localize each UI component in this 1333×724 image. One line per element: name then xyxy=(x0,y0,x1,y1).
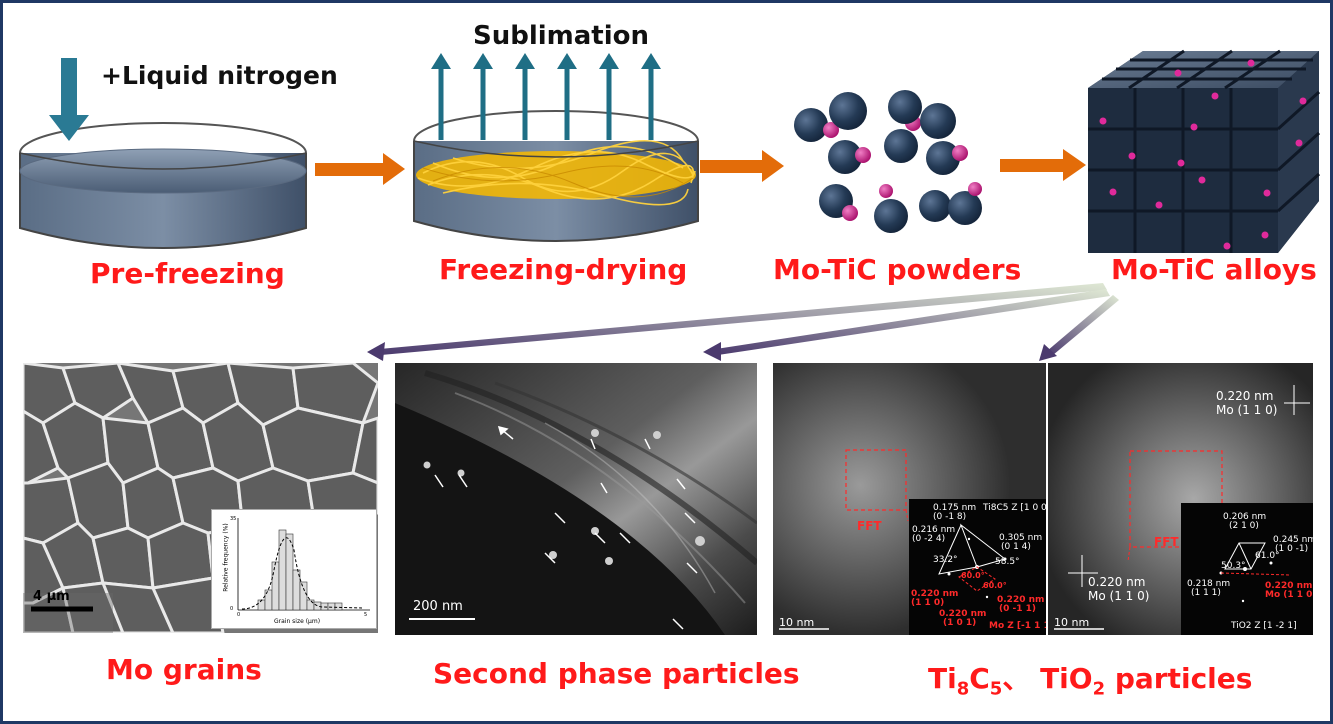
fft-right-spacing-a: 0.206 nm xyxy=(1223,512,1267,522)
mo-tic-powders-icon xyxy=(794,90,982,233)
ti8c5-label-part: C xyxy=(969,662,990,695)
sem-scale-label: 4 μm xyxy=(33,589,70,604)
tio2-top-plane-label: Mo (1 1 0) xyxy=(1216,403,1278,417)
hrtem-right-scale-label: 10 nm xyxy=(1054,616,1090,629)
fft-left-mo-spacing-1: 0.220 nm xyxy=(911,589,959,599)
grain-size-histogram: Relative frequency (%) Grain size (μm) 0… xyxy=(211,509,377,629)
second-phase-label: Second phase particles xyxy=(433,657,800,690)
fft-left-mo-spacing-3: 0.220 nm xyxy=(997,595,1045,605)
histogram-ylabel: Relative frequency (%) xyxy=(222,523,230,592)
fft-left-angle-1: 33.2° xyxy=(933,555,958,565)
fft-left-angle-3: 60.0° xyxy=(961,571,985,580)
hrtem-left-scale-label: 10 nm xyxy=(779,616,815,629)
fft-right-plane-c: (1 1 1) xyxy=(1191,588,1221,598)
fft-right-plane-a: (2 1 0) xyxy=(1229,521,1259,531)
fft-left-spacing-a: 0.175 nm xyxy=(933,503,977,513)
liquid-nitrogen-label: +Liquid nitrogen xyxy=(101,61,338,90)
fft-right-zone: TiO2 Z [1 -2 1] xyxy=(1231,621,1297,631)
fft-left-mo-spacing-2: 0.220 nm xyxy=(939,609,987,619)
fft-left-angle-2: 58.5° xyxy=(995,557,1020,567)
process-artwork xyxy=(19,49,1321,253)
prefreezing-dish xyxy=(19,122,307,249)
fft-label-right: FFT xyxy=(1154,535,1179,549)
sublimation-label: Sublimation xyxy=(473,21,650,51)
process-arrow-1-icon xyxy=(315,153,405,185)
hrtem-ti8c5-image: FFT 10 nm 0.175 nm (0 -1 8) 0.216 nm (0 … xyxy=(773,363,1046,635)
fft-left-mo-plane-2: (1 0 1) xyxy=(943,618,977,628)
sublimation-arrows-icon xyxy=(431,53,661,140)
fft-left-angle-4: 60.0° xyxy=(983,581,1007,590)
fft-left-spacing-c: 0.305 nm xyxy=(999,533,1043,543)
ti8c5-tio2-label: Ti8C5、 TiO2 particles xyxy=(928,657,1252,700)
fft-right-plane-b: (1 0 -1) xyxy=(1275,544,1309,554)
fft-left-mo-plane-1: (1 1 0) xyxy=(911,598,945,608)
histogram-xlabel: Grain size (μm) xyxy=(274,618,321,625)
tio2-bottom-spacing-label: 0.220 nm xyxy=(1088,575,1146,589)
fft-left-plane-a: (0 -1 8) xyxy=(933,512,967,522)
fft-left-spacing-b: 0.216 nm xyxy=(912,525,956,535)
fft-left-plane-b: (0 -2 4) xyxy=(912,534,946,544)
histogram-xtick: 5 xyxy=(364,612,368,618)
step-label-powders: Mo-TiC powders xyxy=(773,253,1022,286)
fft-left-plane-c: (0 1 4) xyxy=(1001,542,1031,552)
fft-right-mo-spacing: 0.220 nm xyxy=(1265,581,1313,591)
fft-right-mo-plane: Mo (1 1 0) xyxy=(1265,590,1313,600)
tio2-bottom-plane-label: Mo (1 1 0) xyxy=(1088,589,1150,603)
liquid-nitrogen-arrow-icon xyxy=(49,58,89,141)
tio2-label-part: 、 TiO xyxy=(1002,662,1093,695)
step-label-freezing-drying: Freezing-drying xyxy=(439,253,688,286)
histogram-ytick: 35 xyxy=(230,516,237,522)
fft-right-angle-2: 50.3° xyxy=(1221,561,1246,571)
freezing-drying-dish xyxy=(413,110,699,242)
fft-right-angle-1: 61.0° xyxy=(1255,551,1280,561)
histogram-ytick: 0 xyxy=(230,606,234,612)
connector-arrows xyxy=(367,283,1119,361)
step-label-alloys: Mo-TiC alloys xyxy=(1111,253,1317,286)
ti8c5-sub-5: 5 xyxy=(989,678,1003,700)
hrtem-tio2-image: 0.220 nm Mo (1 1 0) 0.220 nm Mo (1 1 0) … xyxy=(1048,363,1313,635)
histogram-xtick: 0 xyxy=(237,612,241,618)
sem-grains-image: 4 μm xyxy=(23,363,378,633)
fft-left-zone: Ti8C5 Z [1 0 0] xyxy=(983,503,1046,513)
fft-inset-left: 0.175 nm (0 -1 8) 0.216 nm (0 -2 4) Ti8C… xyxy=(909,499,1046,635)
particles-label-part: particles xyxy=(1105,662,1253,695)
tem-scale-label: 200 nm xyxy=(413,599,463,614)
fft-right-spacing-c: 0.218 nm xyxy=(1187,579,1231,589)
grain-boundaries xyxy=(23,363,378,633)
process-arrow-3-icon xyxy=(1000,149,1086,181)
tem-second-phase-image: 200 nm xyxy=(395,363,757,635)
step-label-prefreezing: Pre-freezing xyxy=(90,257,285,290)
mo-tic-alloy-cube-icon xyxy=(1088,49,1321,253)
fft-left-mo-zone: Mo Z [-1 1 1] xyxy=(989,621,1046,631)
tio2-top-spacing-label: 0.220 nm xyxy=(1216,389,1274,403)
fft-pattern-left xyxy=(938,523,1007,599)
fft-label-left: FFT xyxy=(857,519,882,533)
fft-inset-right: 0.206 nm (2 1 0) 0.245 nm (1 0 -1) 61.0°… xyxy=(1181,503,1313,635)
fft-pattern-right xyxy=(1219,542,1292,603)
tio2-sub-2: 2 xyxy=(1092,678,1106,700)
ti8c5-label-part: Ti xyxy=(928,662,957,695)
fft-left-mo-plane-3: (0 -1 1) xyxy=(999,604,1037,614)
process-arrow-2-icon xyxy=(700,150,784,182)
ti8c5-sub-8: 8 xyxy=(956,678,970,700)
histogram-plot xyxy=(237,518,370,611)
tem-texture xyxy=(395,363,757,635)
fft-right-spacing-b: 0.245 nm xyxy=(1273,535,1313,545)
mo-grains-label: Mo grains xyxy=(106,653,262,686)
